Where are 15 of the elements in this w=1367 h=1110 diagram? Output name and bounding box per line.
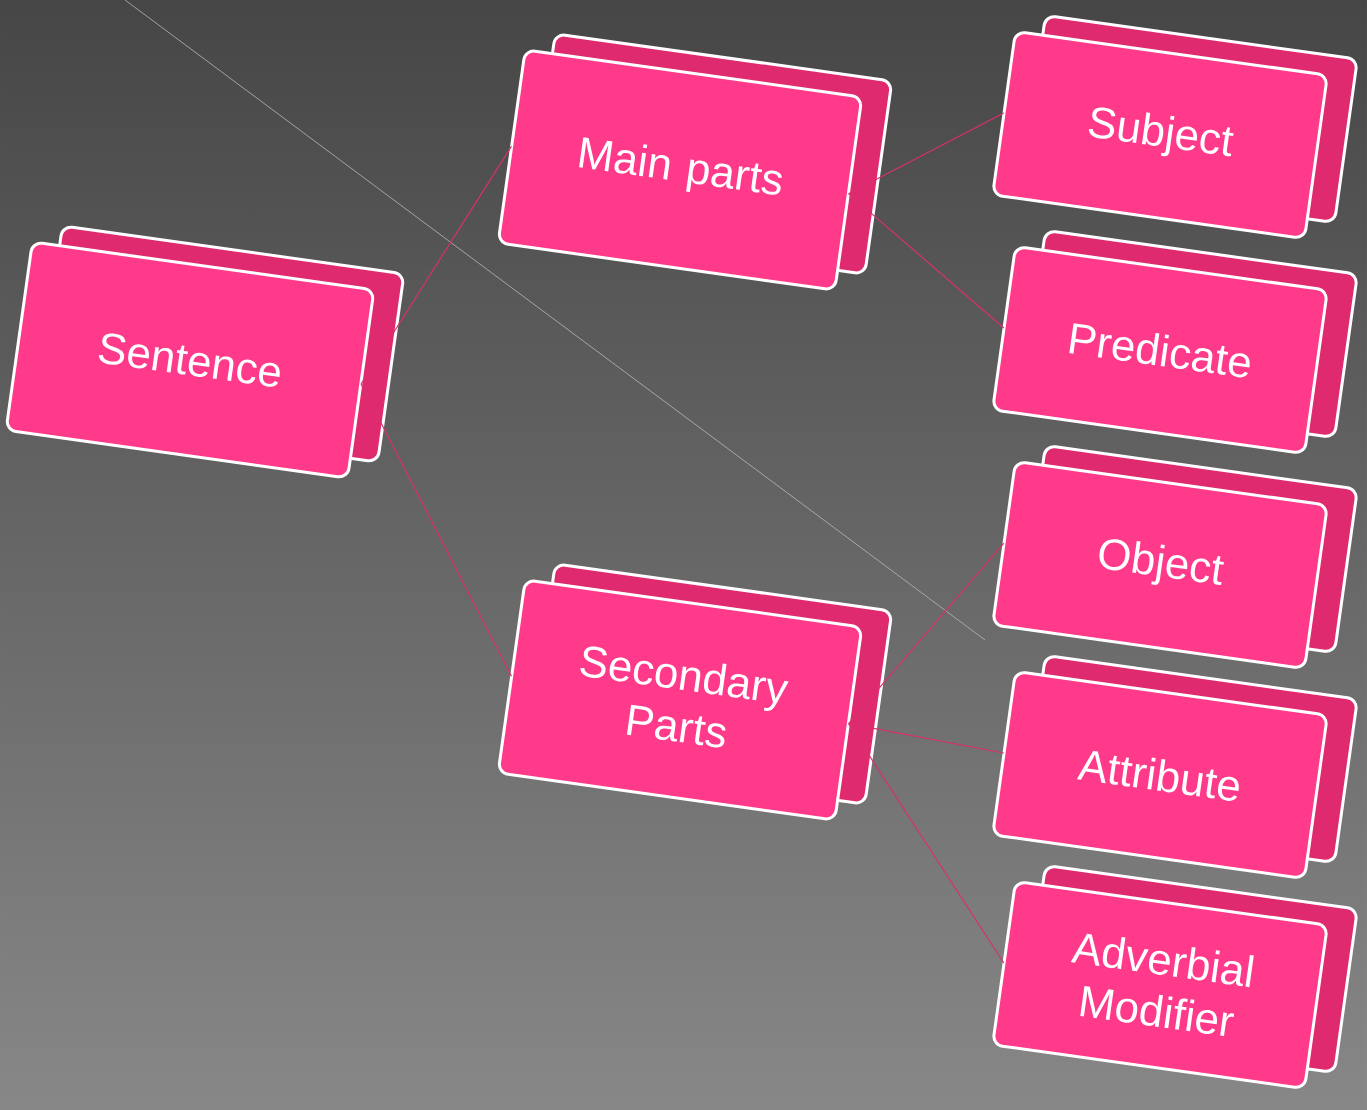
process-box: Attribute (992, 655, 1358, 879)
connector-line (360, 145, 513, 385)
connector-line (360, 383, 513, 677)
process-box: Main parts (497, 33, 893, 291)
connector-line (847, 723, 1005, 754)
process-box: Subject (992, 15, 1358, 239)
connector-line (847, 112, 1005, 195)
connector-line (847, 193, 1005, 329)
process-box: Sentence (5, 225, 405, 479)
process-box: Predicate (992, 230, 1358, 454)
process-box: Secondary Parts (497, 563, 893, 821)
connector-line (847, 542, 1005, 725)
process-box: Adverbial Modifier (992, 865, 1358, 1089)
connector-line (847, 723, 1005, 964)
process-box: Object (992, 445, 1358, 669)
